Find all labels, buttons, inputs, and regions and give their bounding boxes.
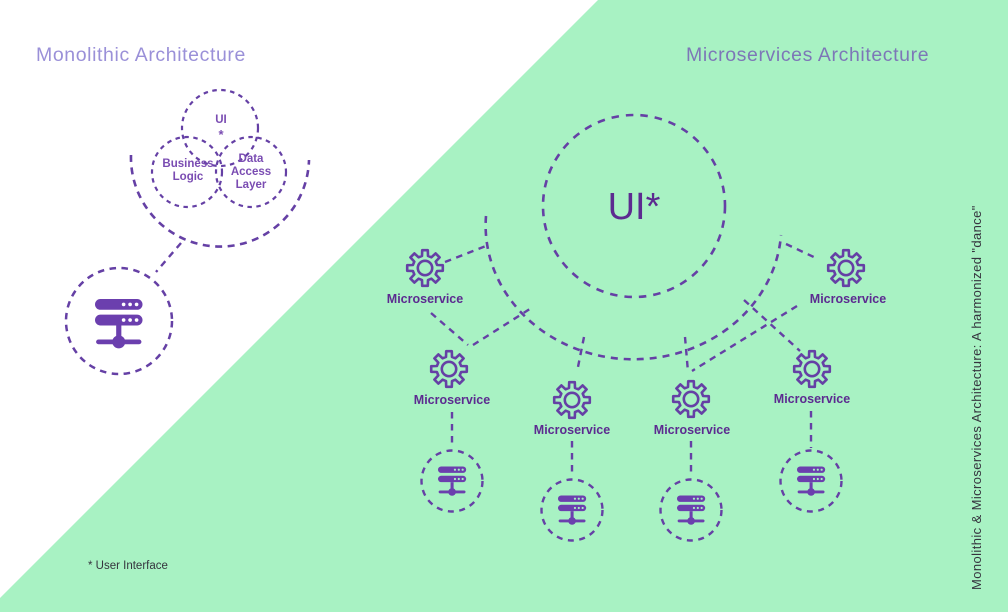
- server-icon: [558, 495, 587, 525]
- venn-business-circle: [150, 135, 224, 209]
- outer-ring-arc: [484, 215, 783, 361]
- microservice-node: Microservice: [810, 248, 886, 306]
- connector-ring-to-ms6: [785, 242, 819, 261]
- venn-data-label-line1: Data: [239, 153, 265, 165]
- microservice-node: Microservice: [774, 349, 850, 406]
- microservice-label: Microservice: [810, 292, 886, 306]
- ui-label: UI*: [608, 186, 661, 228]
- microservice-server-circle: [659, 478, 723, 542]
- microservice-server-circle: [420, 449, 484, 513]
- connector-ring-to-ms4: [683, 336, 690, 373]
- microservice-node: Microservice: [534, 380, 610, 437]
- venn-business-label-line2: Logic: [173, 171, 204, 183]
- monolith-boundary-arc: [129, 154, 311, 248]
- venn-business-label-line1: Business: [162, 158, 213, 170]
- microservice-label: Microservice: [534, 423, 610, 437]
- venn-data-access-circle: [214, 135, 288, 209]
- microservice-server-circle: [779, 449, 843, 513]
- connector-ring-to-ms5: [743, 299, 801, 352]
- microservice-node: Microservice: [387, 248, 463, 306]
- footnote: * User Interface: [88, 560, 168, 572]
- side-note: Monolithic & Microservices Architecture:…: [969, 205, 984, 590]
- server-icon: [438, 466, 467, 496]
- connector-ring-to-ms3: [575, 336, 586, 373]
- microservice-node: Microservice: [654, 379, 730, 437]
- microservice-server-circle: [540, 478, 604, 542]
- venn-ui-label: UI: [215, 114, 227, 126]
- microservice-label: Microservice: [414, 393, 490, 407]
- microservice-node: Microservice: [414, 349, 490, 407]
- venn-ui-circle: [180, 88, 260, 168]
- connector-ms1-to-ms2: [430, 312, 469, 346]
- microservice-label: Microservice: [387, 292, 463, 306]
- microservice-label: Microservice: [654, 423, 730, 437]
- venn-data-label-line2: Access: [231, 166, 271, 178]
- server-icon: [677, 495, 706, 525]
- server-icon: [95, 299, 143, 349]
- server-icon: [797, 466, 826, 496]
- venn-data-label-line3: Layer: [236, 179, 267, 191]
- microservices-title: Microservices Architecture: [686, 44, 929, 66]
- microservice-label: Microservice: [774, 392, 850, 406]
- monolithic-title: Monolithic Architecture: [36, 44, 246, 66]
- venn-ui-asterisk: *: [218, 127, 224, 142]
- monolith-server-circle: [64, 266, 174, 376]
- connector-ring-to-ms1: [444, 244, 487, 264]
- connector-ms6-to-ms4: [691, 304, 798, 373]
- ui-circle: [541, 113, 727, 299]
- monolith-server-link: [155, 242, 182, 273]
